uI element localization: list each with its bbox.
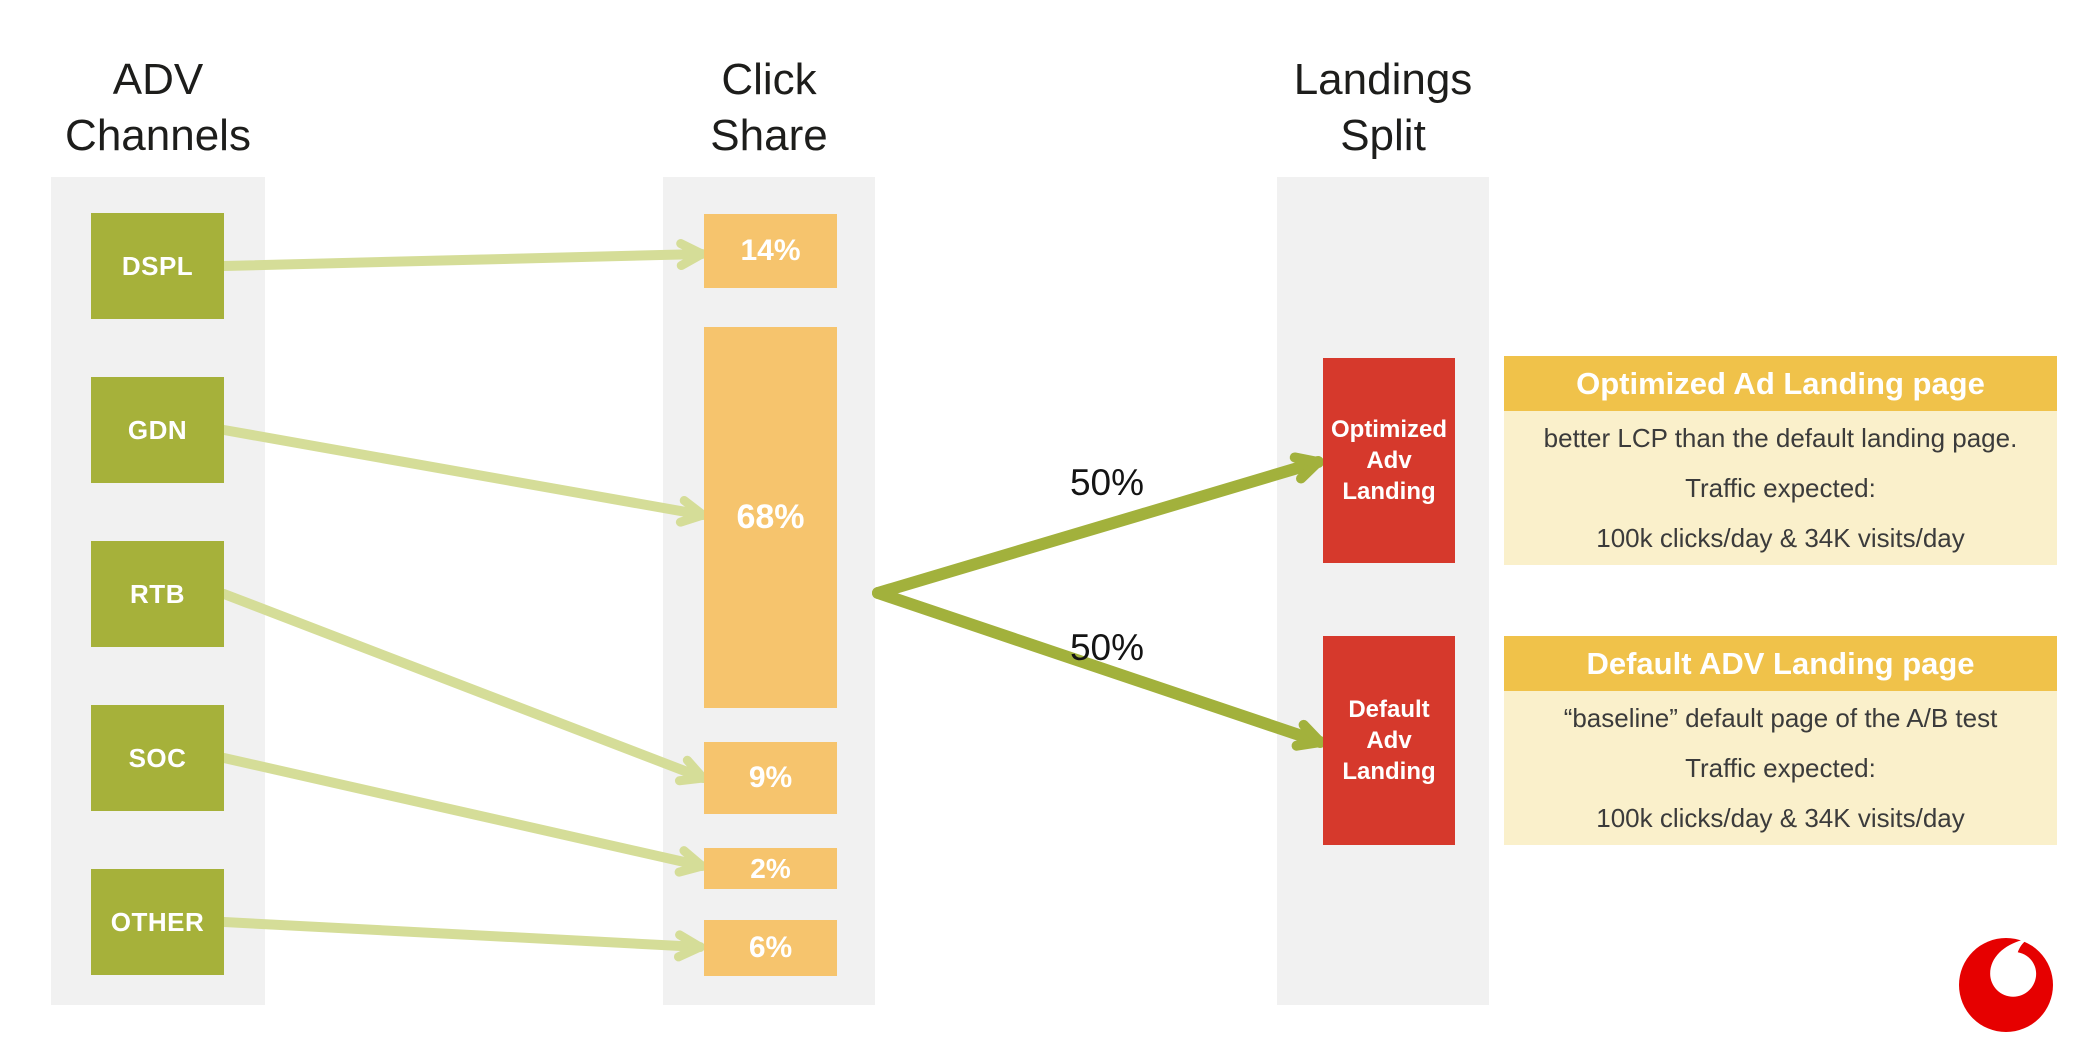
channel-box-dspl: DSPL xyxy=(91,213,224,319)
landing-label-line: Optimized xyxy=(1330,416,1447,443)
column-title-line: Share xyxy=(710,111,828,160)
card-body-line: “baseline” default page of the A/B test xyxy=(1563,703,1998,733)
arrow-other-to-6pct xyxy=(219,917,705,962)
share-label: 68% xyxy=(736,498,805,536)
landings-column-background xyxy=(1277,177,1489,1005)
channel-box-gdn: GDN xyxy=(91,377,224,483)
split-label-bottom: 50% xyxy=(1069,627,1145,668)
card-body-line: better LCP than the default landing page… xyxy=(1543,423,2018,453)
column-title-line: Click xyxy=(721,55,817,104)
channel-label: OTHER xyxy=(110,906,205,937)
landing-label-line: Landing xyxy=(1342,758,1436,785)
landing-label-line: Adv xyxy=(1366,727,1412,754)
arrow-rtb-to-9pct xyxy=(219,589,708,786)
share-label: 2% xyxy=(750,852,791,884)
landing-label-line: Landing xyxy=(1342,478,1436,505)
landing-label-line: Adv xyxy=(1366,447,1412,474)
share-box-9pct: 9% xyxy=(704,742,837,814)
share-box-68pct: 68% xyxy=(704,327,837,708)
arrow-gdn-to-68pct xyxy=(219,425,708,527)
channel-box-soc: SOC xyxy=(91,705,224,811)
arrow-dspl-to-14pct xyxy=(219,239,707,271)
card-body-line: Traffic expected: xyxy=(1685,753,1876,783)
share-box-6pct: 6% xyxy=(704,920,837,976)
column-title-line: Split xyxy=(1340,111,1426,160)
card-default-header: Default ADV Landing page xyxy=(1504,636,2057,691)
card-body-line: 100k clicks/day & 34K visits/day xyxy=(1596,803,1965,833)
column-title-landings-split: Landings Split xyxy=(1233,52,1533,164)
card-title: Optimized Ad Landing page xyxy=(1576,365,1985,401)
landing-box-optimized: Optimized Adv Landing xyxy=(1323,358,1455,563)
landing-label-line: Default xyxy=(1348,696,1430,723)
share-label: 9% xyxy=(748,761,793,794)
channel-box-other: OTHER xyxy=(91,869,224,975)
channel-box-rtb: RTB xyxy=(91,541,224,647)
arrow-soc-to-2pct xyxy=(219,753,707,877)
share-box-2pct: 2% xyxy=(704,848,837,889)
card-body-line: Traffic expected: xyxy=(1685,473,1876,503)
split-label-top: 50% xyxy=(1069,462,1145,503)
share-box-14pct: 14% xyxy=(704,214,837,288)
card-title: Default ADV Landing page xyxy=(1586,645,1975,681)
column-title-adv-channels: ADV Channels xyxy=(8,52,308,164)
channel-label: RTB xyxy=(130,578,185,609)
column-title-line: Landings xyxy=(1293,55,1473,104)
share-label: 14% xyxy=(740,234,801,267)
column-title-click-share: Click Share xyxy=(619,52,919,164)
card-optimized-body: better LCP than the default landing page… xyxy=(1504,411,2057,565)
card-body-line: 100k clicks/day & 34K visits/day xyxy=(1596,523,1965,553)
vodafone-speechmark-icon xyxy=(1959,938,2053,1032)
column-title-line: ADV xyxy=(112,55,204,104)
landing-box-default: Default Adv Landing xyxy=(1323,636,1455,845)
column-title-line: Channels xyxy=(65,111,251,160)
card-default-body: “baseline” default page of the A/B test … xyxy=(1504,691,2057,845)
channel-label: SOC xyxy=(128,742,187,773)
channel-label: GDN xyxy=(127,414,188,445)
card-optimized-header: Optimized Ad Landing page xyxy=(1504,356,2057,411)
share-label: 6% xyxy=(748,931,793,964)
channel-label: DSPL xyxy=(121,250,194,281)
